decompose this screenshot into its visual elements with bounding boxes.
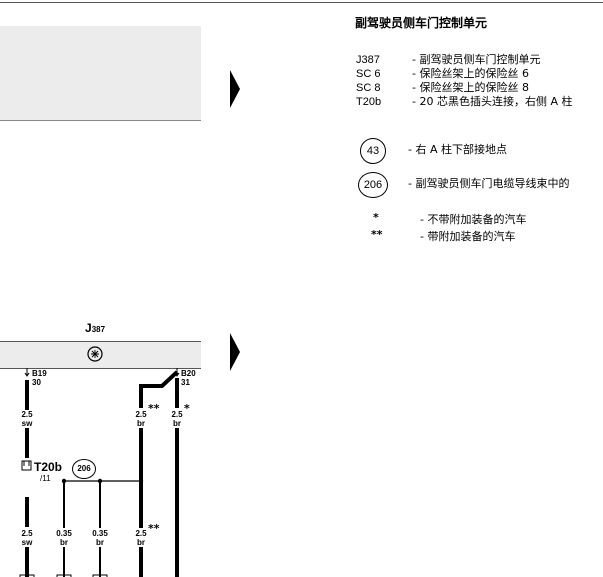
wire-color: sw [21, 419, 33, 428]
component-label: J387 [85, 321, 105, 335]
wire-mark: ** [148, 402, 160, 415]
legend-desc: - 副驾驶员侧车门控制单元 [412, 53, 541, 66]
control-unit-icon [87, 346, 103, 362]
ground-point-43-icon: 43 [360, 138, 386, 164]
wire-size: 0.35 [92, 529, 108, 538]
wire-mark: ** [148, 522, 160, 535]
splice-dot [97, 478, 103, 484]
legend-row: J387 - 副驾驶员侧车门控制单元 [356, 53, 541, 67]
control-unit-glyph [91, 350, 99, 358]
wire-sw-end [25, 545, 29, 577]
wire-size: 2.5 [21, 410, 33, 419]
component-letter: J [85, 321, 92, 335]
wire-size: 2.5 [135, 410, 147, 419]
component-box-j387[interactable] [0, 341, 201, 369]
legend-row: SC 8 - 保险丝架上的保险丝 8 [356, 81, 529, 95]
wire-size: 2.5 [21, 529, 33, 538]
note-mark: * [373, 211, 379, 224]
wire-sw-top [25, 380, 29, 410]
wire-size: 2.5 [171, 410, 183, 419]
connector-pin: /11 [40, 474, 51, 483]
page-arrow-top[interactable] [230, 70, 240, 108]
ground-desc: - 右 A 柱下部接地点 [408, 143, 507, 156]
terminal-bottom [19, 574, 35, 577]
wire-label: 2.5 br [167, 410, 187, 428]
wire-sw-mid [25, 428, 29, 458]
wire-br-jog [139, 370, 179, 408]
note-desc: - 不带附加装备的汽车 [420, 213, 527, 226]
legend-row: T20b - 20 芯黑色插头连接，右侧 A 柱 [356, 95, 573, 109]
pin-id: B19 [32, 369, 47, 378]
wire-label: 0.35 br [52, 529, 76, 547]
pin-b20: B20 31 [181, 369, 196, 387]
top-rule [0, 2, 603, 3]
terminal-bottom [92, 574, 108, 577]
wire-label: 2.5 sw [17, 410, 37, 428]
wire-mark: * [184, 402, 190, 415]
wire-color: br [96, 538, 104, 547]
component-sub: 387 [91, 325, 106, 334]
wire-label: 2.5 br [131, 529, 151, 547]
connector-icon [21, 460, 32, 471]
legend-desc: - 保险丝架上的保险丝 6 [412, 67, 529, 80]
wire-color: sw [21, 538, 33, 547]
pin-b19: B19 30 [32, 369, 47, 387]
page-title: 副驾驶员侧车门控制单元 [355, 16, 488, 30]
legend-row: SC 6 - 保险丝架上的保险丝 6 [356, 67, 529, 81]
wire-size: 2.5 [135, 529, 147, 538]
wire-color: br [137, 419, 145, 428]
pin-id: B20 [181, 369, 196, 378]
legend-code: SC 8 [356, 82, 381, 94]
legend-code: J387 [356, 54, 380, 66]
legend-desc: - 保险丝架上的保险丝 8 [412, 81, 529, 94]
wire-br-b20-down [175, 428, 179, 577]
ground-point-206-icon: 206 [358, 172, 388, 198]
ground-desc: - 副驾驶员侧车门电缆导线束中的 [408, 177, 570, 190]
wire-label: 0.35 br [88, 529, 112, 547]
legend-code: SC 6 [356, 68, 381, 80]
splice-206-icon: 206 [72, 459, 96, 479]
note-desc: - 带附加装备的汽车 [420, 230, 516, 243]
wire-label: 2.5 br [131, 410, 151, 428]
wire-color: br [137, 538, 145, 547]
note-mark: ** [371, 228, 383, 241]
wire-br-mid [139, 428, 143, 528]
wire-br-b20-top [175, 378, 179, 408]
splice-dot [138, 478, 144, 484]
connector-label: T20b [34, 460, 63, 474]
wire-size: 0.35 [56, 529, 72, 538]
wire-color: br [60, 538, 68, 547]
wire-br-low [139, 546, 143, 577]
wire-color: br [173, 419, 181, 428]
gray-panel-top [0, 26, 201, 121]
legend-desc: - 20 芯黑色插头连接，右侧 A 柱 [412, 95, 573, 108]
pin-num: 31 [181, 378, 190, 387]
legend-code: T20b [356, 96, 382, 108]
page-arrow-bottom[interactable] [230, 333, 240, 371]
wire-sw-low [25, 497, 29, 527]
terminal-bottom [56, 574, 72, 577]
pin-num: 30 [32, 378, 41, 387]
pin-arrow-b19-icon [24, 368, 30, 377]
wire-label: 2.5 sw [17, 529, 37, 547]
